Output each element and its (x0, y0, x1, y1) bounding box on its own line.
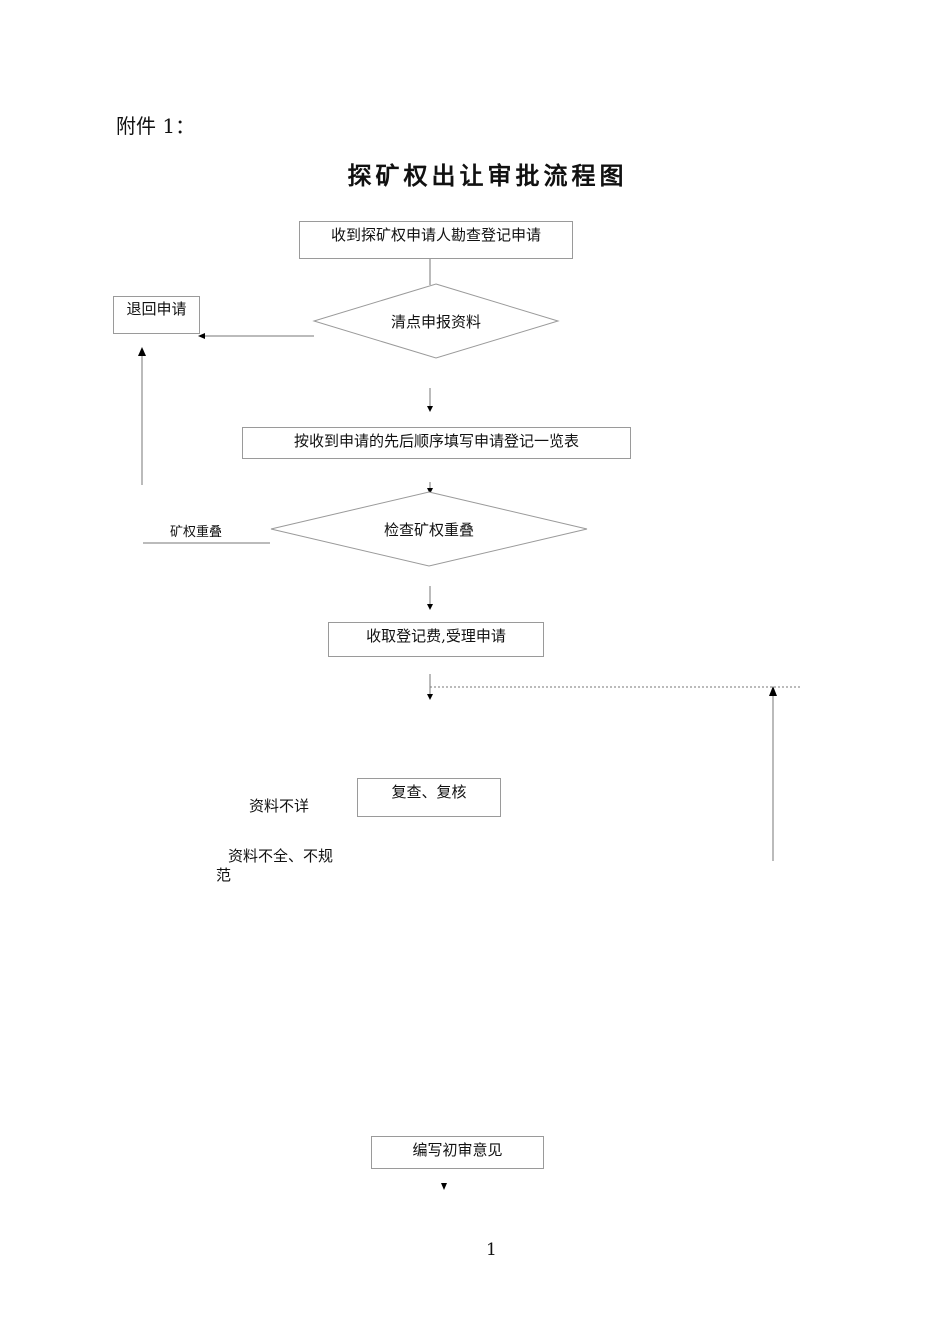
node-check-overlap: 检查矿权重叠 (383, 521, 474, 539)
edge-label-overlap: 矿权重叠 (170, 525, 223, 540)
arrowhead (427, 604, 433, 610)
arrowhead (427, 694, 433, 700)
edge-label-incomplete-line2: 范 (216, 866, 232, 884)
arrowhead (427, 406, 433, 412)
arrowhead (427, 488, 433, 494)
arrowhead (138, 347, 146, 356)
node-check-materials: 清点申报资料 (390, 313, 481, 331)
node-write-opinion: 编写初审意见 (371, 1136, 544, 1169)
arrowhead (198, 333, 205, 339)
decision-diamond-check-materials (312, 283, 560, 359)
node-review: 复查、复核 (357, 778, 501, 817)
decision-diamond-check-overlap (270, 491, 588, 567)
edge-label-unclear: 资料不详 (249, 797, 310, 815)
node-collect-fee: 收取登记费,受理申请 (328, 622, 544, 657)
page-title: 探矿权出让审批流程图 (347, 162, 628, 190)
node-return-application: 退回申请 (113, 296, 200, 334)
arrowhead (441, 1183, 447, 1190)
node-receive-application: 收到探矿权申请人勘查登记申请 (299, 221, 573, 259)
attachment-label: 附件 1： (116, 114, 196, 138)
page-number: 1 (486, 1240, 497, 1260)
edge-label-incomplete-line1: 资料不全、不规 (228, 847, 334, 865)
node-fill-register: 按收到申请的先后顺序填写申请登记一览表 (242, 427, 631, 459)
arrowhead (769, 686, 777, 696)
